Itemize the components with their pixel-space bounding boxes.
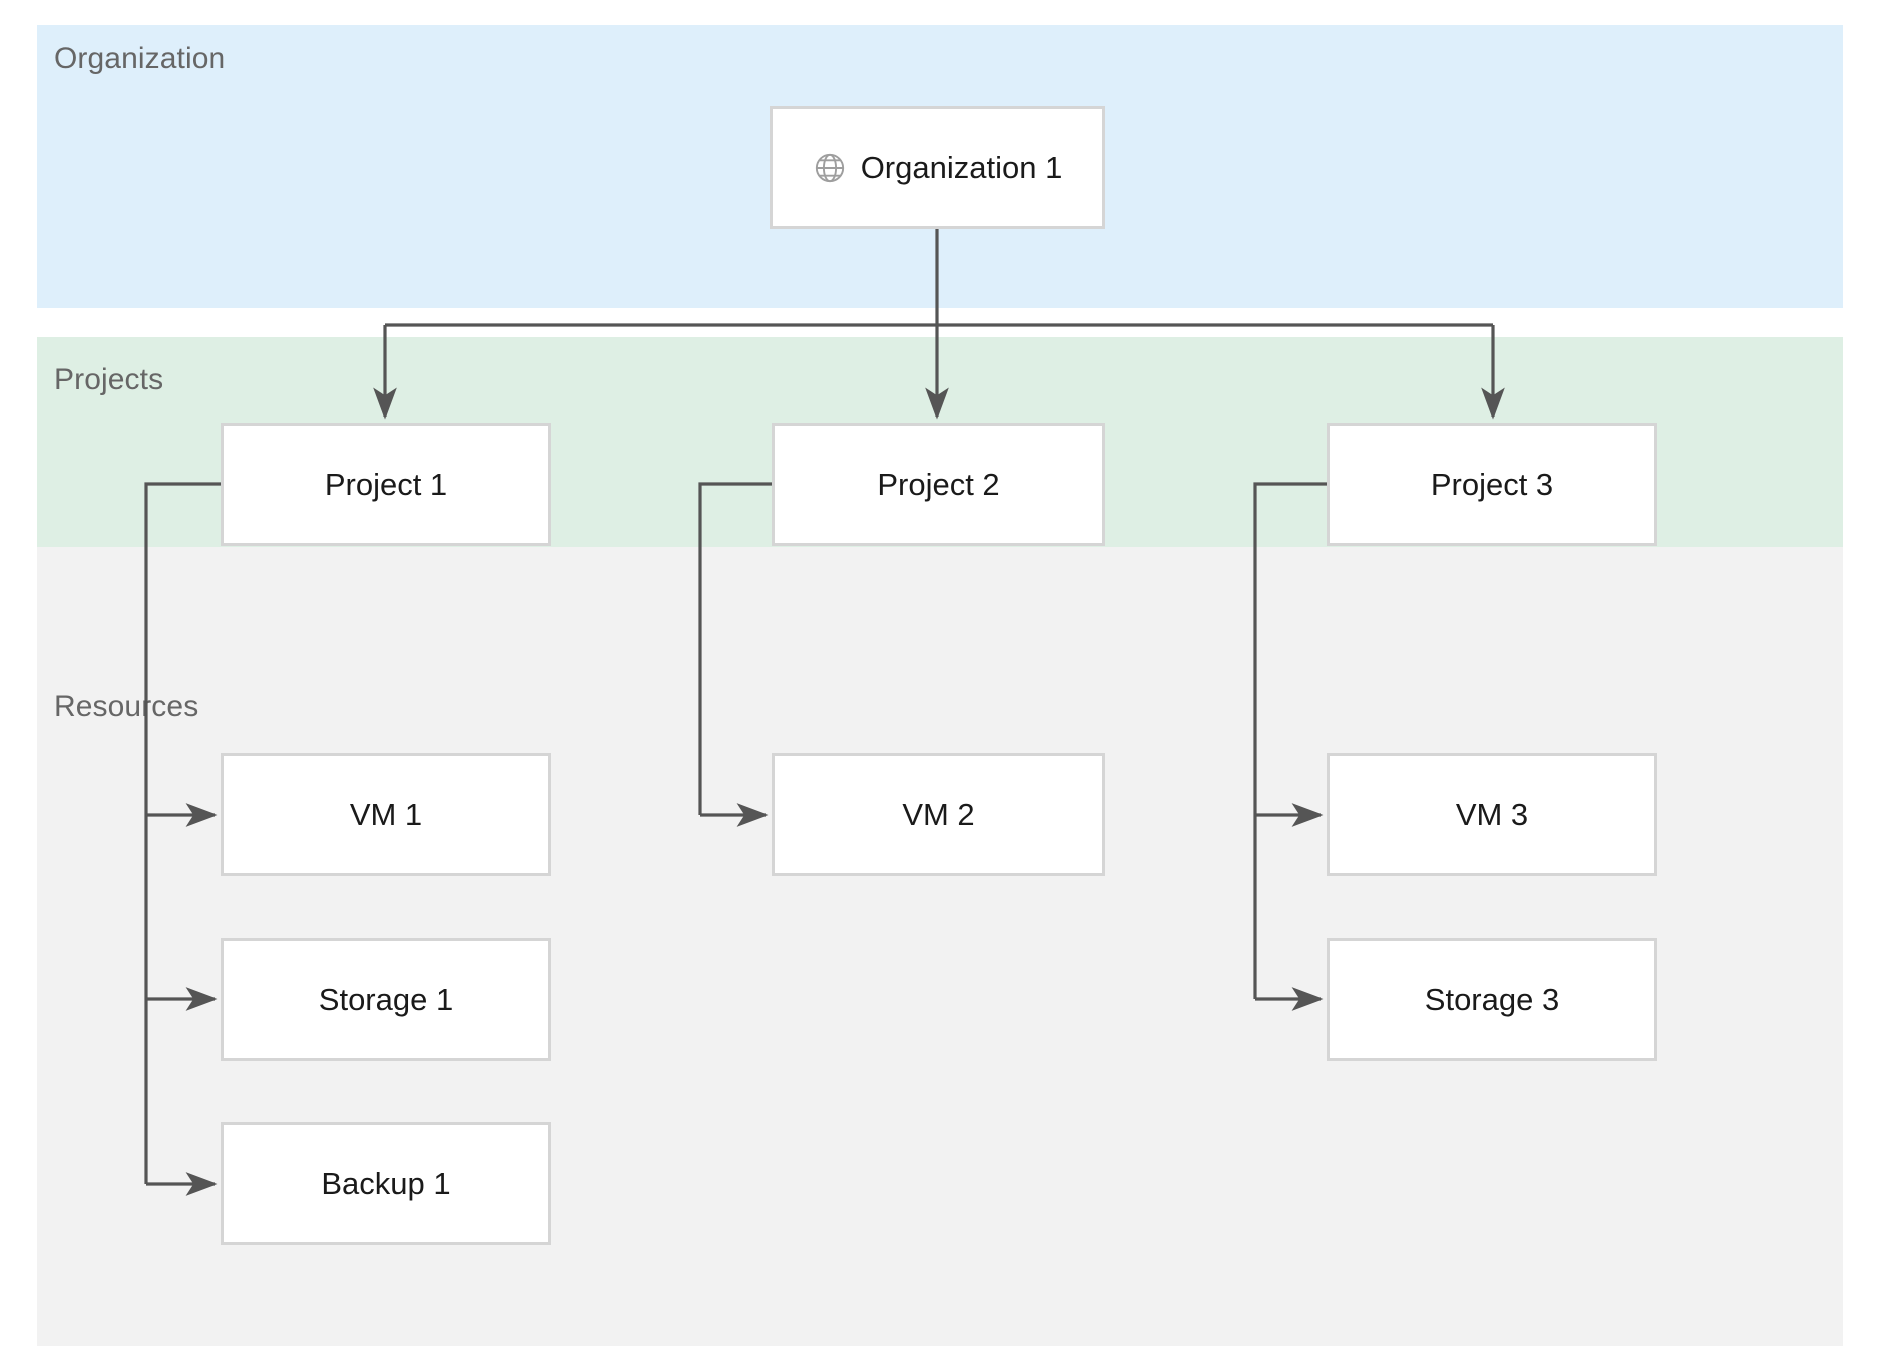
band-label-projects: Projects: [54, 363, 164, 396]
node-storage-3[interactable]: Storage 3: [1327, 938, 1657, 1061]
node-label: Project 1: [324, 466, 448, 502]
node-label: Storage 3: [1424, 981, 1560, 1017]
band-label-resources: Resources: [54, 690, 199, 723]
node-label: Project 2: [877, 466, 1000, 502]
node-backup-1[interactable]: Backup 1: [221, 1122, 551, 1245]
node-label: Organization 1: [860, 149, 1063, 185]
node-project-2[interactable]: Project 2: [772, 423, 1105, 546]
node-label: VM 2: [902, 796, 975, 832]
node-vm-3[interactable]: VM 3: [1327, 753, 1657, 876]
node-label: Storage 1: [318, 981, 454, 1017]
node-project-3[interactable]: Project 3: [1327, 423, 1657, 546]
node-vm-1[interactable]: VM 1: [221, 753, 551, 876]
node-vm-2[interactable]: VM 2: [772, 753, 1105, 876]
node-organization-1[interactable]: Organization 1: [770, 106, 1105, 229]
node-project-1[interactable]: Project 1: [221, 423, 551, 546]
node-label: VM 1: [349, 796, 423, 832]
node-label: Backup 1: [321, 1165, 451, 1201]
node-label: VM 3: [1455, 796, 1529, 832]
band-label-organization: Organization: [54, 42, 226, 75]
globe-icon: [813, 151, 847, 185]
node-label: Project 3: [1430, 466, 1554, 502]
node-storage-1[interactable]: Storage 1: [221, 938, 551, 1061]
